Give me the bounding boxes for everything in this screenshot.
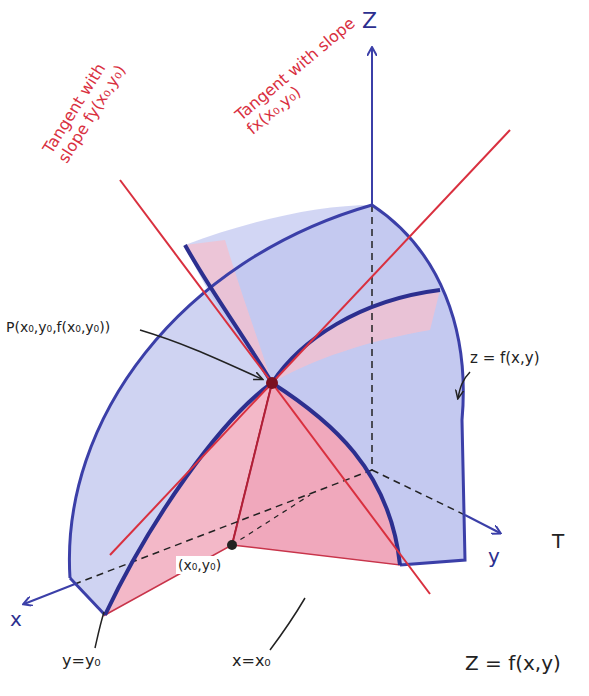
cut-text: T [552,530,576,553]
axis-label: Z [362,8,392,33]
axis-label: y [488,545,508,568]
plane-label: y=y₀ [62,652,132,670]
formula-label: Z = f(x,y) [465,652,580,675]
tangent-label: Tangent with slope fx(x₀,y₀) [232,8,378,139]
plane-label: x=x₀ [232,652,302,670]
surface-label: z = f(x,y) [470,350,570,367]
tangent-label: Tangent with slope fy(x₀,y₀) [40,20,151,167]
axis-label: x [10,608,30,631]
point-label: (x₀,y₀) [176,556,223,574]
point-label: P(x₀,y₀,f(x₀,y₀)) [4,318,112,336]
